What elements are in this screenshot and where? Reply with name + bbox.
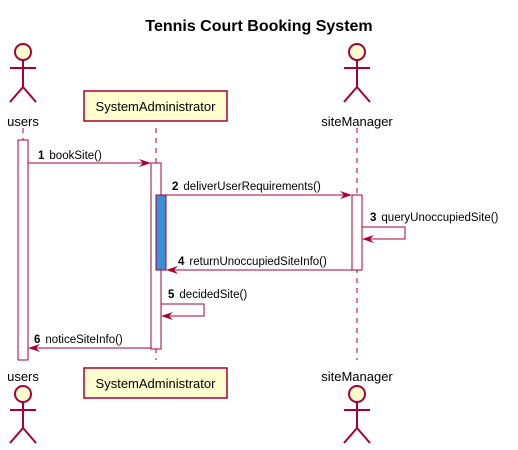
message-3-number: 3 (370, 212, 376, 224)
participant-admin-label-bottom: SystemAdministrator (96, 376, 217, 391)
message-2-number: 2 (172, 181, 178, 193)
message-6: 6 noticeSiteInfo() (28, 334, 151, 352)
actor-users-bottom (9, 385, 37, 444)
message-3-label: queryUnoccupiedSite() (381, 212, 498, 224)
actor-site-manager-top (343, 43, 371, 103)
participant-site-manager-label-top: siteManager (321, 114, 393, 129)
message-2: 2 deliverUserRequirements() (161, 181, 352, 199)
activation-admin-nested (155, 194, 167, 271)
participant-users-label-bottom: users (7, 369, 39, 384)
message-2-label: deliverUserRequirements() (183, 181, 321, 193)
participant-admin-box-bottom (83, 367, 228, 399)
message-5-label: decidedSite() (179, 289, 247, 301)
participant-site-manager-label-bottom: siteManager (321, 369, 393, 384)
message-5-number: 5 (168, 289, 175, 301)
message-4-number: 4 (178, 256, 185, 268)
participant-admin-label-top: SystemAdministrator (96, 99, 217, 114)
participant-admin-box-top (83, 90, 228, 122)
activation-site-manager (351, 194, 363, 271)
activation-users (17, 139, 29, 361)
actor-site-manager-bottom (343, 385, 371, 444)
message-1-number: 1 (38, 150, 45, 162)
diagram-title: Tennis Court Booking System (145, 18, 372, 35)
message-4: 4 returnUnoccupiedSiteInfo() (166, 256, 352, 274)
message-6-number: 6 (34, 334, 40, 346)
message-1: 1 bookSite() (28, 150, 151, 167)
message-3: 3 queryUnoccupiedSite() (362, 212, 499, 243)
message-6-label: noticeSiteInfo() (45, 334, 123, 346)
participant-users-label-top: users (7, 114, 39, 129)
message-5: 5 decidedSite() (161, 289, 247, 320)
message-1-label: bookSite() (49, 150, 102, 162)
actor-users-top (9, 43, 37, 103)
message-4-label: returnUnoccupiedSiteInfo() (189, 256, 327, 268)
